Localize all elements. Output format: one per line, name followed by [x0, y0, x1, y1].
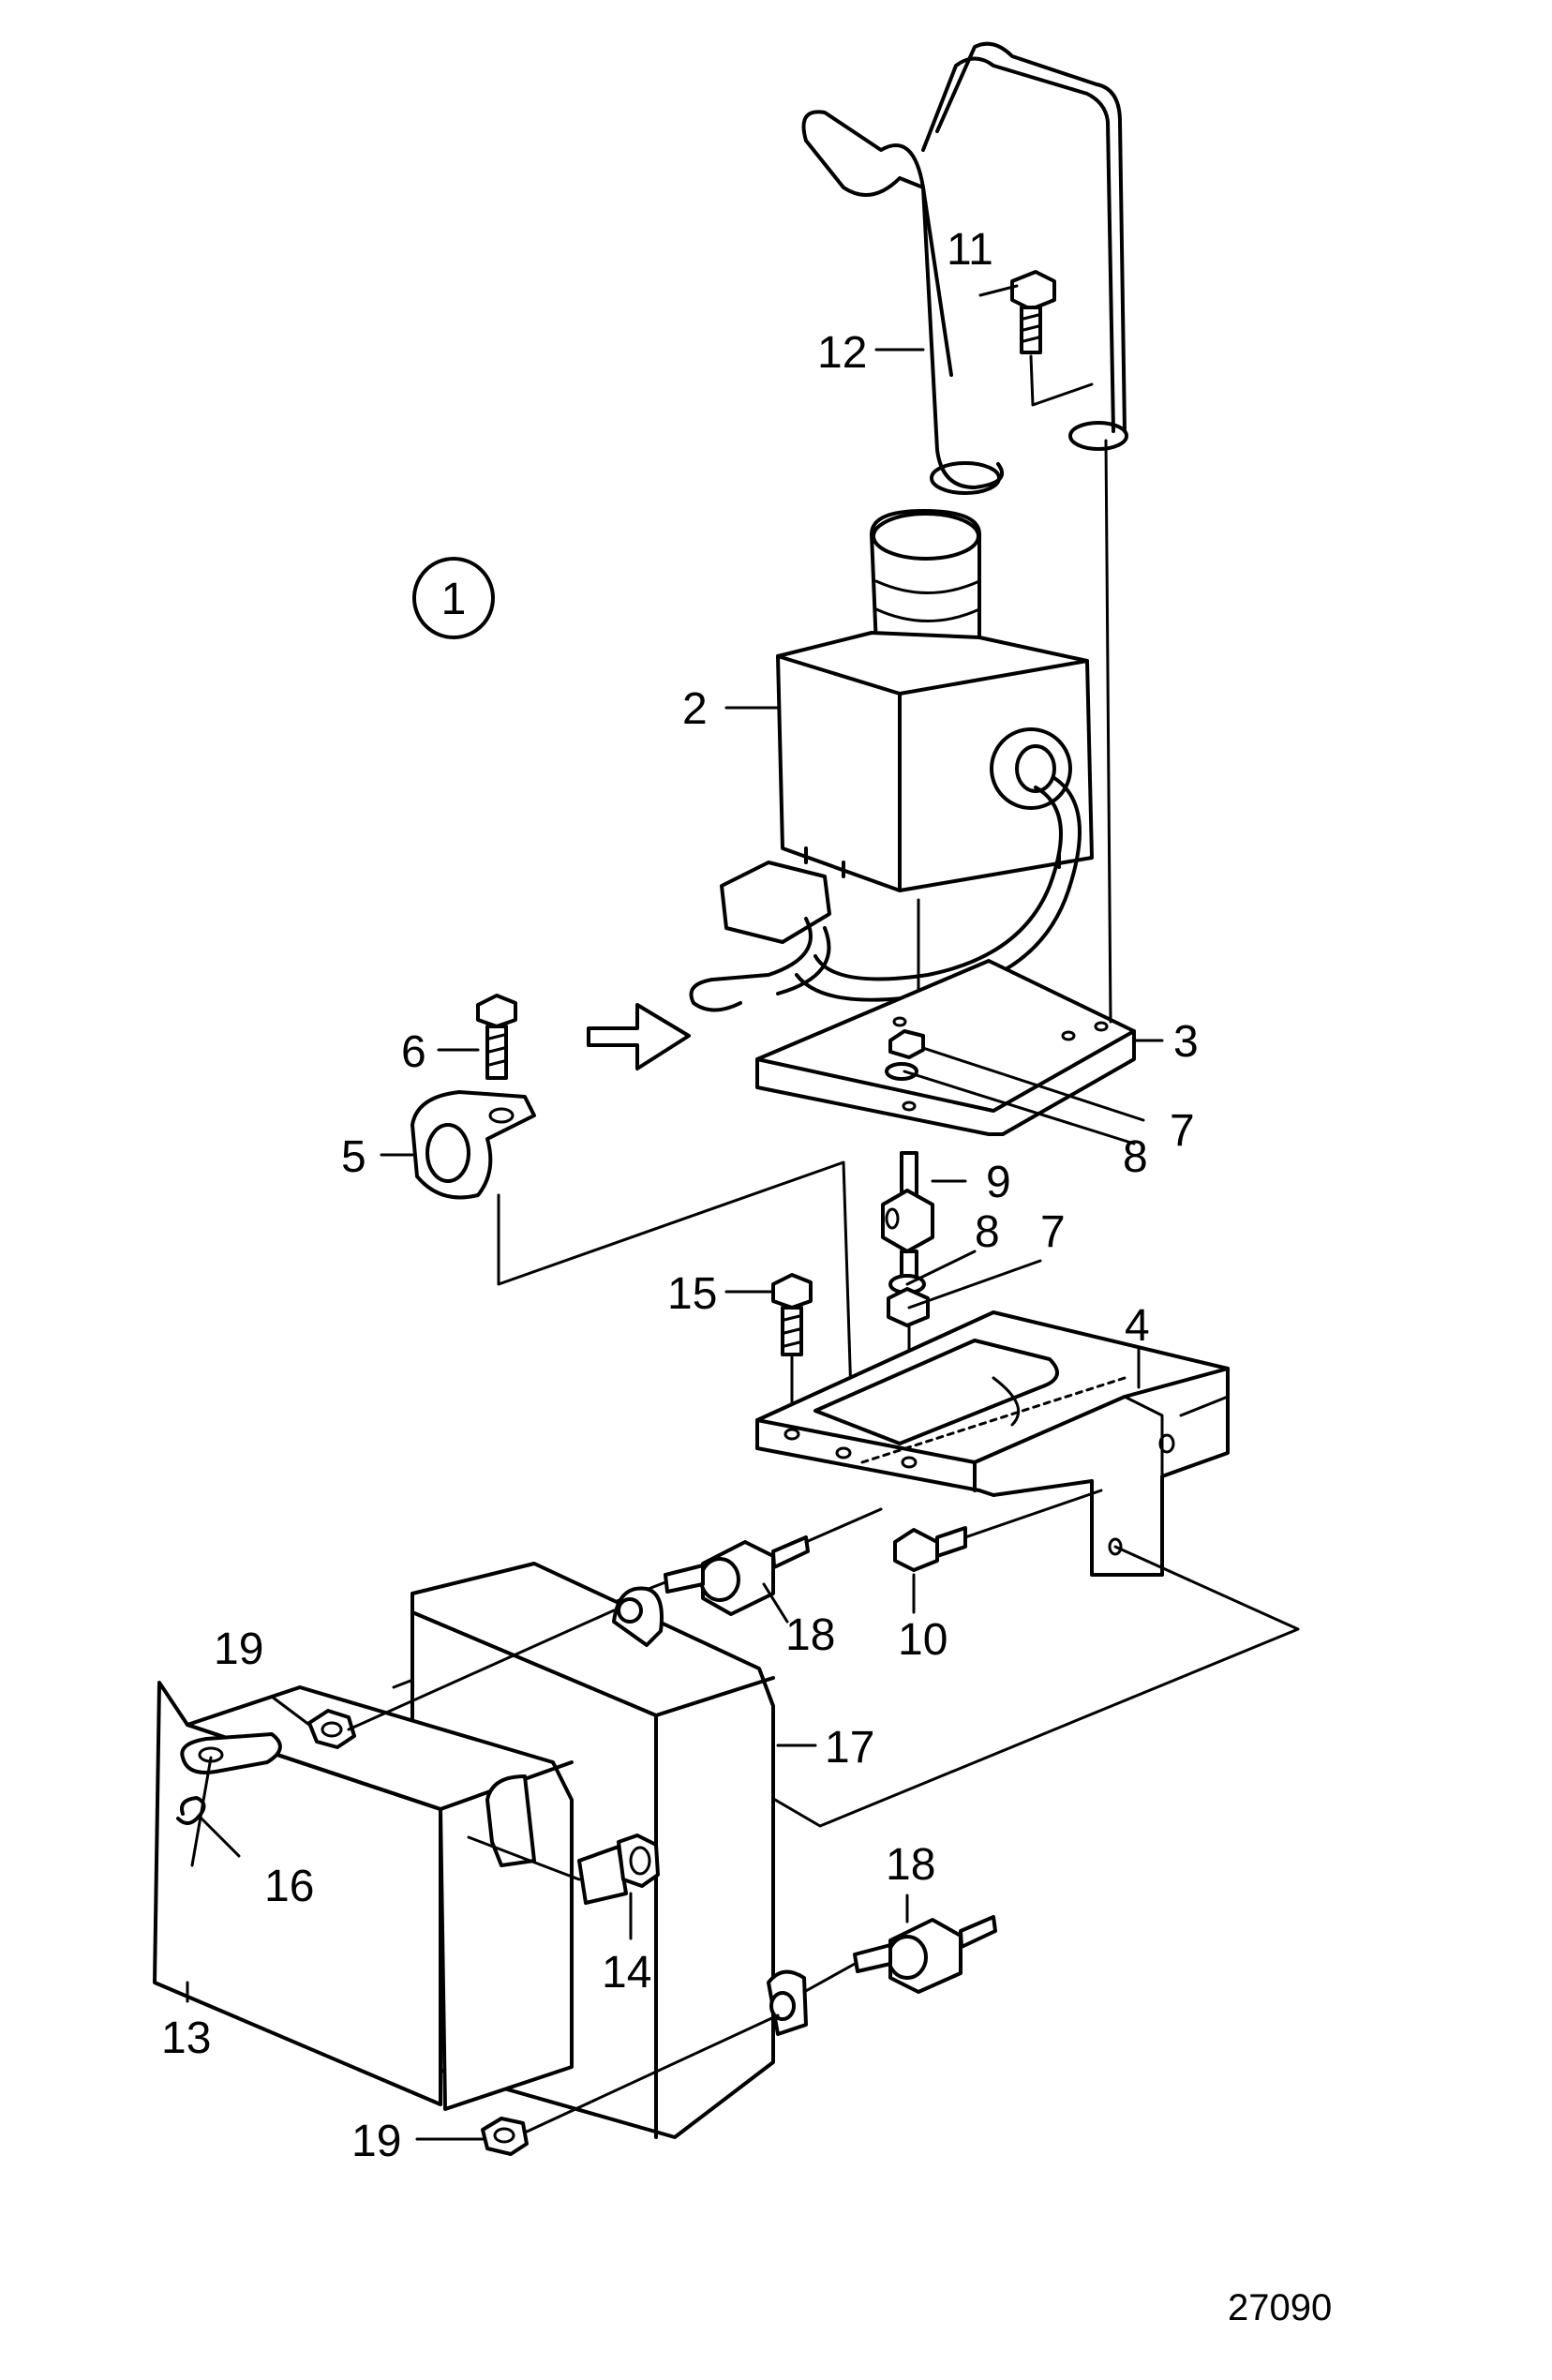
- callout-15: 15: [667, 1269, 717, 1319]
- view-marker: 1: [412, 557, 495, 639]
- callout-18-lower: 18: [886, 1840, 935, 1890]
- bolt-part-15: [771, 1273, 813, 1436]
- direction-arrow: [587, 1003, 691, 1070]
- bolt-part-6: [476, 994, 517, 1080]
- callout-12: 12: [817, 328, 867, 378]
- spacer-part-9: [881, 1151, 934, 1459]
- callout-16: 16: [264, 1862, 314, 1911]
- callout-7-lower: 7: [1040, 1207, 1066, 1257]
- callout-3: 3: [1173, 1017, 1199, 1067]
- callout-19-lower: 19: [351, 2117, 401, 2166]
- callout-9: 9: [986, 1158, 1011, 1207]
- flange-nut-part-19-lower: [481, 2013, 780, 2156]
- callout-14: 14: [602, 1948, 651, 1998]
- bracket-part-4: [645, 1310, 1300, 1828]
- callout-6: 6: [401, 1027, 426, 1077]
- cable-harness: [689, 776, 1082, 1042]
- callout-11: 11: [947, 225, 993, 275]
- callout-19-upper: 19: [214, 1624, 263, 1674]
- callout-17: 17: [825, 1723, 874, 1773]
- rubber-mount-part-18-lower: [802, 1915, 997, 1994]
- callout-8-upper: 8: [1123, 1132, 1148, 1182]
- clamp-part-5: [410, 1090, 855, 1455]
- leader-lines: [186, 284, 1164, 2141]
- bolt-part-14: [467, 1834, 660, 1905]
- callout-10: 10: [898, 1615, 948, 1665]
- view-marker-number: 1: [441, 575, 467, 624]
- callout-7-upper: 7: [1170, 1106, 1195, 1156]
- nut-washer-upper: [885, 1029, 925, 1081]
- clip-part-16: [176, 1796, 206, 1825]
- control-unit-part-2: [776, 509, 1094, 892]
- callout-5: 5: [341, 1132, 366, 1182]
- figure-number: 27090: [1228, 2287, 1332, 2328]
- callout-labels: 11 12 2 3 6 5 7 8 9 8 7 15 4 18 10 19 17…: [161, 225, 1199, 2166]
- callout-2: 2: [682, 684, 708, 734]
- callout-8-lower: 8: [975, 1207, 1000, 1257]
- callout-13: 13: [161, 2013, 211, 2063]
- callout-4: 4: [1125, 1301, 1150, 1351]
- bolt-part-10: [893, 1489, 1103, 1572]
- flange-nut-part-19-upper: [307, 1609, 616, 1749]
- wire-holder-part-12: [801, 41, 1128, 495]
- cover-part-13: [153, 1681, 574, 2111]
- bolt-part-11: [1010, 270, 1094, 407]
- callout-18-upper: 18: [785, 1610, 835, 1660]
- mounting-plate-part-3: [755, 439, 1136, 1136]
